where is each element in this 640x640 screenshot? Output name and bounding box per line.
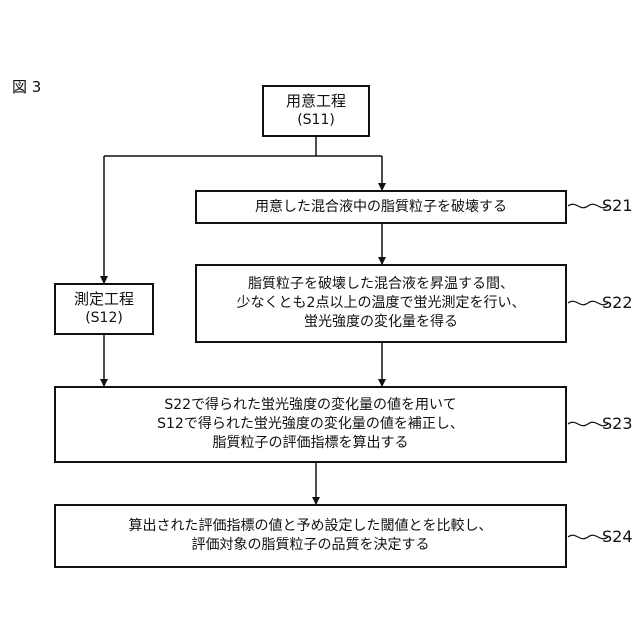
s22-text-line3: 蛍光強度の変化量を得る [304, 313, 458, 332]
s22-box: 脂質粒子を破壊した混合液を昇温する間、 少なくとも2点以上の温度で蛍光測定を行い… [195, 264, 567, 343]
step-label-s23: S23 [602, 414, 633, 433]
s21-box: 用意した混合液中の脂質粒子を破壊する [195, 190, 567, 224]
step-label-s24: S24 [602, 527, 633, 546]
s22-text-line1: 脂質粒子を破壊した混合液を昇温する間、 [248, 275, 514, 294]
s24-text-line2: 評価対象の脂質粒子の品質を決定する [192, 536, 430, 555]
s24-box: 算出された評価指標の値と予め設定した閾値とを比較し、 評価対象の脂質粒子の品質を… [54, 504, 567, 568]
s23-text-line1: S22で得られた蛍光強度の変化量の値を用いて [164, 396, 456, 415]
measure-step-title: 測定工程 [74, 290, 134, 309]
prep-step-code: (S11) [297, 111, 335, 130]
prep-step-box: 用意工程 (S11) [262, 85, 370, 137]
measure-step-code: (S12) [85, 309, 123, 328]
s23-box: S22で得られた蛍光強度の変化量の値を用いて S12で得られた蛍光強度の変化量の… [54, 386, 567, 463]
s22-text-line2: 少なくとも2点以上の温度で蛍光測定を行い、 [237, 294, 526, 313]
s24-text-line1: 算出された評価指標の値と予め設定した閾値とを比較し、 [129, 517, 493, 536]
s23-text-line3: 脂質粒子の評価指標を算出する [213, 434, 409, 453]
measure-step-box: 測定工程 (S12) [54, 283, 154, 335]
s23-text-line2: S12で得られた蛍光強度の変化量の値を補正し、 [157, 415, 464, 434]
prep-step-title: 用意工程 [286, 92, 346, 111]
s21-text: 用意した混合液中の脂質粒子を破壊する [255, 198, 507, 217]
step-label-s21: S21 [602, 196, 633, 215]
step-label-s22: S22 [602, 293, 633, 312]
